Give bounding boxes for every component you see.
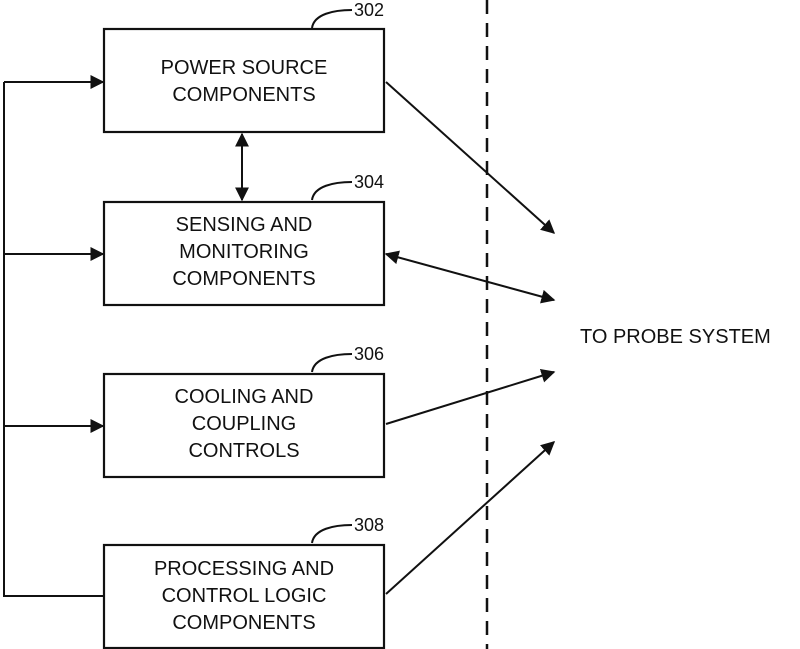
block-302: POWER SOURCE COMPONENTS: [104, 29, 384, 132]
block-304-line-2: MONITORING: [179, 241, 309, 263]
probe-system-label: TO PROBE SYSTEM: [580, 326, 771, 348]
ref-leader-308: [312, 525, 352, 543]
block-306-line-1: COOLING AND: [175, 386, 314, 408]
block-308: PROCESSING AND CONTROL LOGIC COMPONENTS: [104, 545, 384, 648]
ref-308: 308: [354, 515, 384, 535]
block-306: COOLING AND COUPLING CONTROLS: [104, 374, 384, 477]
block-306-line-3: CONTROLS: [188, 440, 299, 462]
block-302-box: [104, 29, 384, 132]
ref-304: 304: [354, 172, 384, 192]
block-304-line-3: COMPONENTS: [172, 268, 315, 290]
block-304-line-1: SENSING AND: [176, 214, 313, 236]
ref-leader-304: [312, 182, 352, 200]
ref-302: 302: [354, 0, 384, 20]
feedback-bus-line: [4, 82, 104, 596]
block-304: SENSING AND MONITORING COMPONENTS: [104, 202, 384, 305]
arrow-302-to-probe: [386, 82, 554, 233]
ref-leader-302: [312, 10, 352, 28]
block-302-line-2: COMPONENTS: [172, 84, 315, 106]
ref-306: 306: [354, 344, 384, 364]
block-308-line-3: COMPONENTS: [172, 612, 315, 634]
arrow-304-probe-bidirectional: [386, 254, 554, 300]
arrow-308-to-probe: [386, 442, 554, 594]
block-308-line-2: CONTROL LOGIC: [162, 585, 327, 607]
block-308-line-1: PROCESSING AND: [154, 558, 334, 580]
arrow-306-to-probe: [386, 372, 554, 424]
ref-leader-306: [312, 354, 352, 372]
block-302-line-1: POWER SOURCE: [161, 57, 328, 79]
block-306-line-2: COUPLING: [192, 413, 296, 435]
